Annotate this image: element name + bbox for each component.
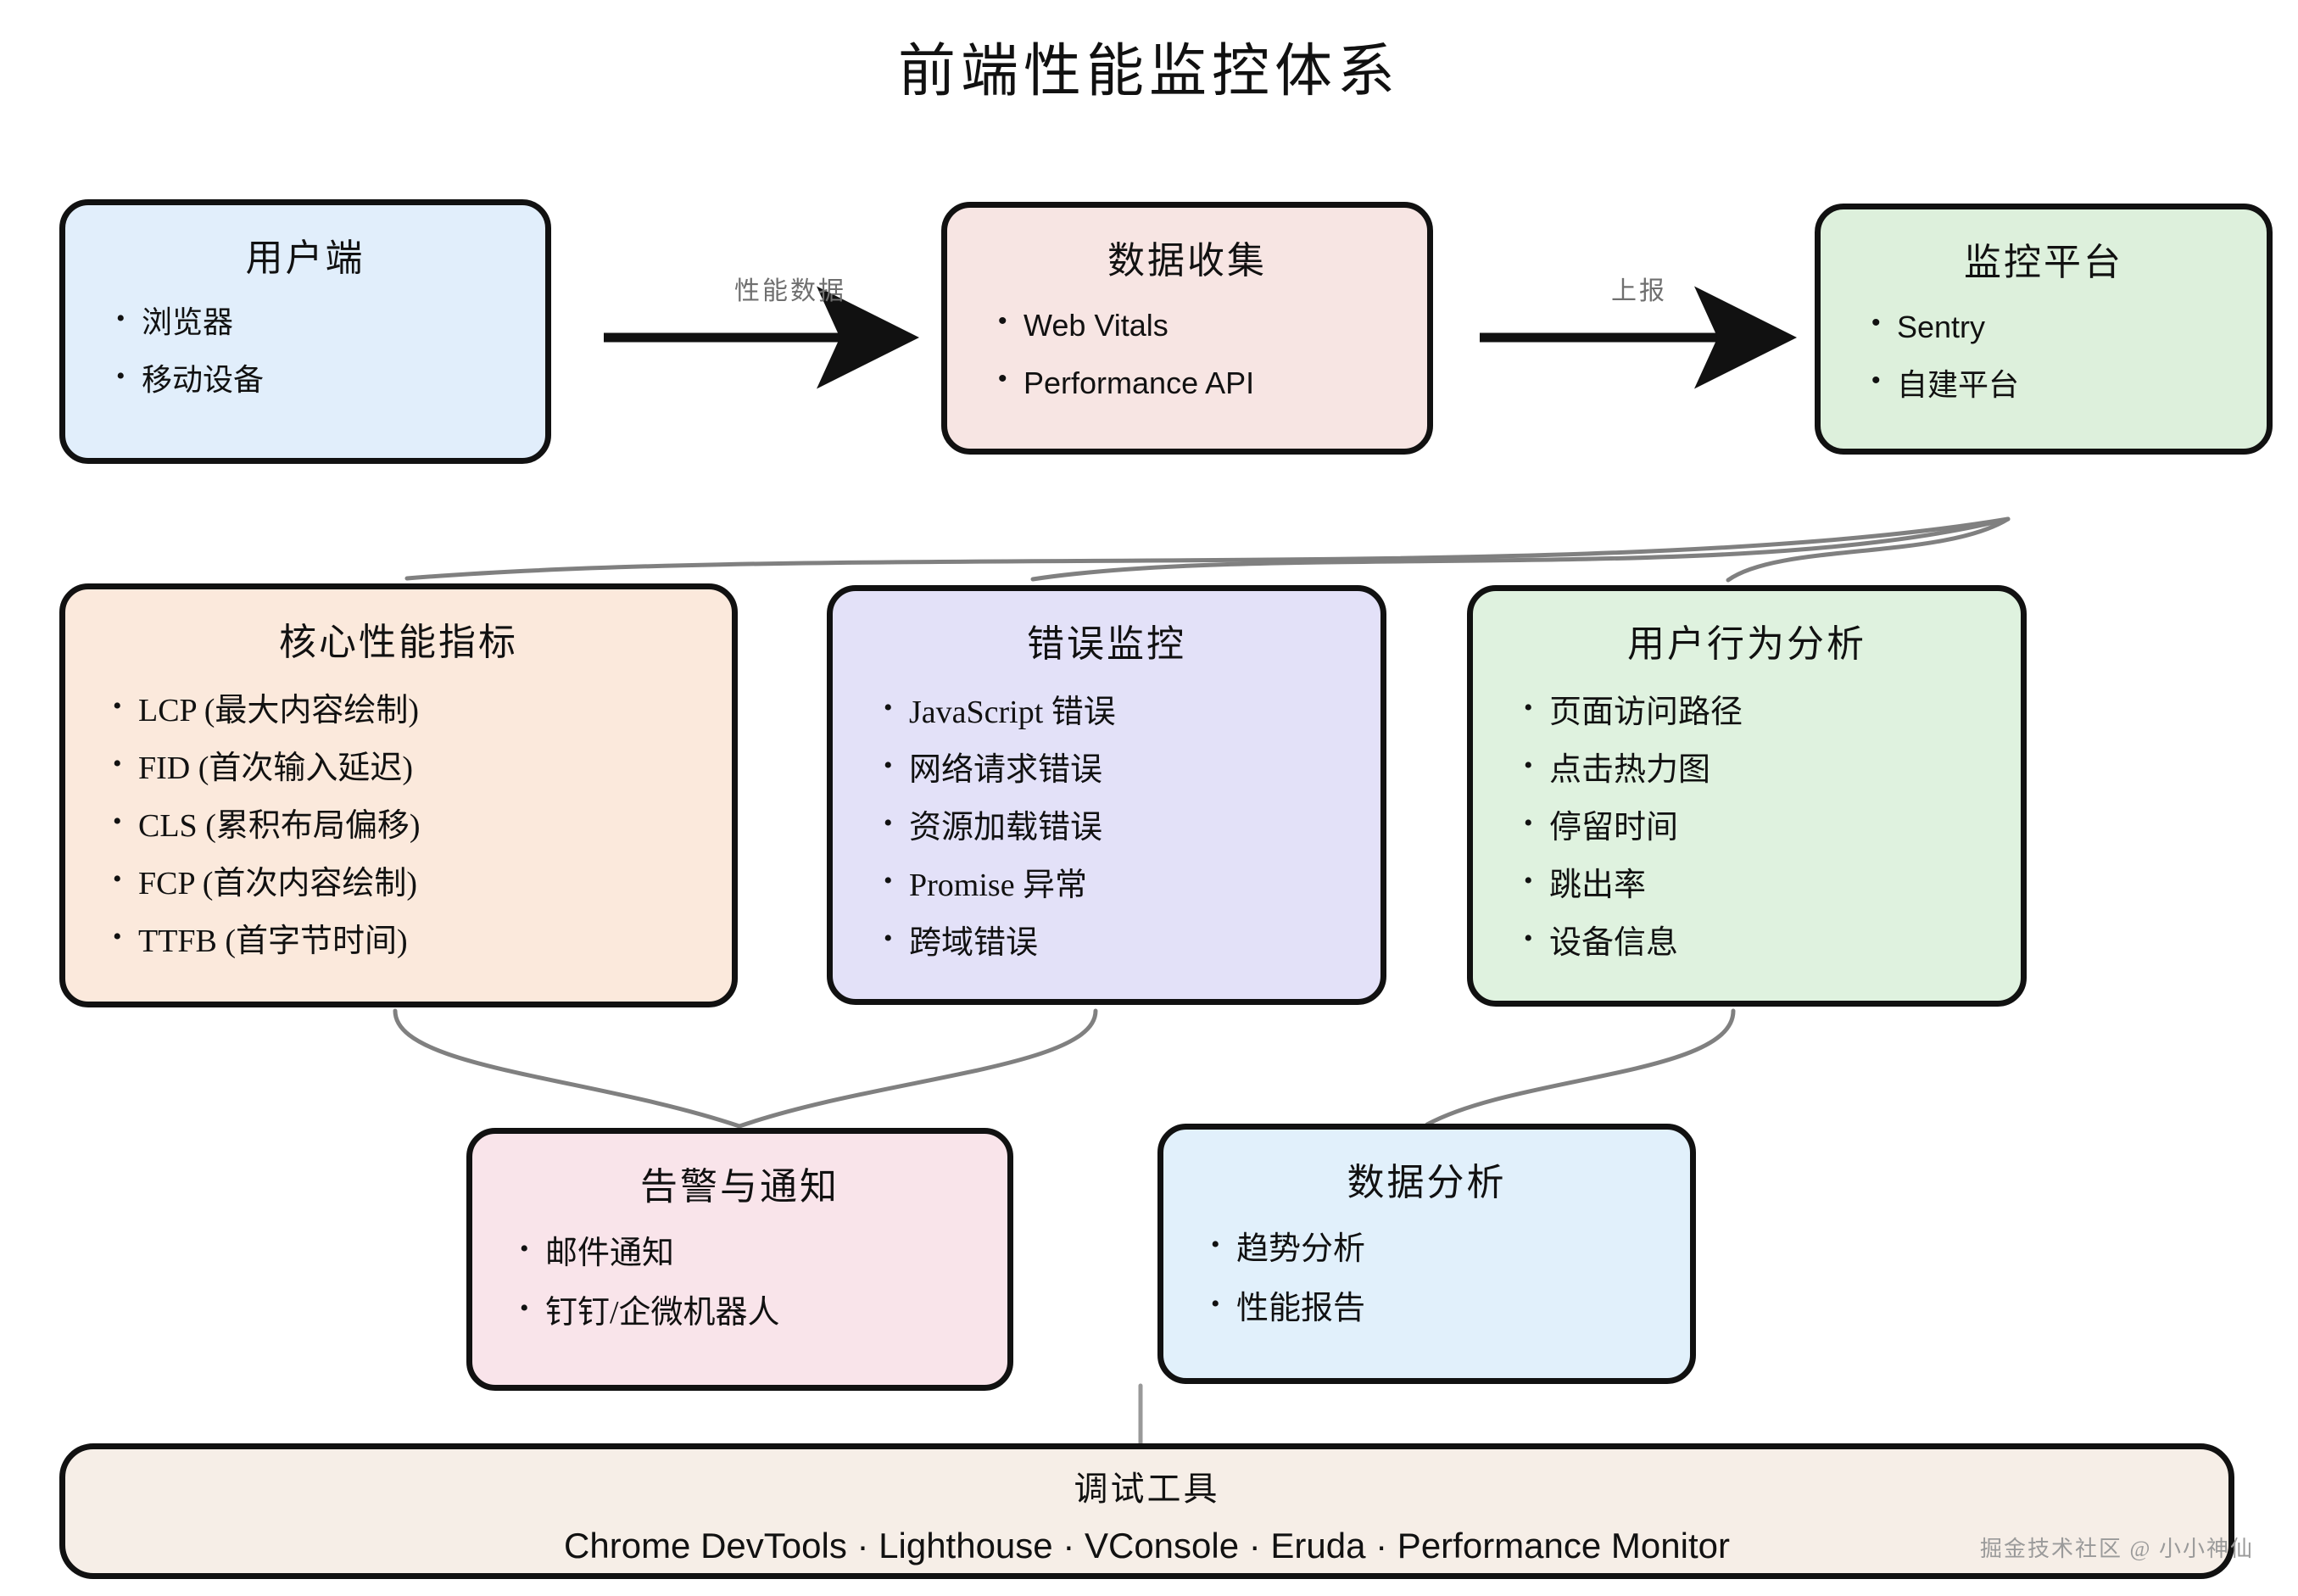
node-data-analysis[interactable]: 数据分析 趋势分析 性能报告 (1157, 1124, 1696, 1384)
node-core-metrics-title: 核心性能指标 (279, 622, 518, 663)
list-item: 钉钉/企微机器人 (520, 1295, 1007, 1331)
node-debug-tools-title: 调试工具 (1074, 1470, 1220, 1508)
list-item: FCP (首次内容绘制) (113, 866, 732, 901)
connector-errors-alerts (737, 1008, 1098, 1129)
node-user-behavior[interactable]: 用户行为分析 页面访问路径 点击热力图 停留时间 跳出率 设备信息 (1467, 585, 2027, 1007)
node-client-list: 浏览器 移动设备 (65, 305, 545, 397)
list-item: 性能报告 (1211, 1291, 1690, 1326)
list-item: LCP (最大内容绘制) (113, 693, 732, 728)
node-monitoring-platform-list: Sentry 自建平台 (1821, 310, 2267, 401)
node-debug-tools-line: Chrome DevTools · Lighthouse · VConsole … (564, 1526, 1730, 1565)
list-item: 网络请求错误 (884, 752, 1380, 788)
list-item: Sentry (1871, 310, 2267, 343)
list-item: JavaScript 错误 (884, 695, 1380, 730)
node-client[interactable]: 用户端 浏览器 移动设备 (59, 199, 551, 464)
list-item: 设备信息 (1524, 925, 2021, 961)
list-item: 浏览器 (116, 305, 545, 339)
connector-platform-behavior (1726, 516, 2011, 583)
list-item: 移动设备 (116, 363, 545, 397)
list-item: 点击热力图 (1524, 752, 2021, 788)
node-data-collection-list: Web Vitals Performance API (947, 308, 1427, 399)
list-item: Web Vitals (998, 308, 1427, 342)
connector-metrics-alerts (393, 1008, 742, 1129)
connector-platform-errors (1030, 516, 2011, 582)
watermark: 掘金技术社区 @ 小小神仙 (1980, 1537, 2254, 1561)
list-item: 资源加载错误 (884, 810, 1380, 845)
list-item: 自建平台 (1871, 367, 2267, 401)
connector-behavior-analysis (1425, 1008, 1736, 1127)
node-data-collection[interactable]: 数据收集 Web Vitals Performance API (941, 202, 1433, 455)
list-item: FID (首次输入延迟) (113, 751, 732, 786)
connector-platform-metrics (404, 516, 2011, 581)
node-error-monitoring-list: JavaScript 错误 网络请求错误 资源加载错误 Promise 异常 跨… (833, 695, 1380, 961)
node-client-title: 用户端 (245, 237, 365, 279)
node-user-behavior-list: 页面访问路径 点击热力图 停留时间 跳出率 设备信息 (1473, 695, 2021, 961)
list-item: 页面访问路径 (1524, 695, 2021, 730)
node-error-monitoring-title: 错误监控 (1027, 623, 1186, 665)
node-core-metrics-list: LCP (最大内容绘制) FID (首次输入延迟) CLS (累积布局偏移) F… (65, 693, 732, 959)
node-debug-tools[interactable]: 调试工具 Chrome DevTools · Lighthouse · VCon… (59, 1443, 2234, 1579)
node-alerts-notifications[interactable]: 告警与通知 邮件通知 钉钉/企微机器人 (466, 1128, 1013, 1391)
list-item: 跳出率 (1524, 868, 2021, 903)
node-data-analysis-title: 数据分析 (1347, 1162, 1507, 1203)
list-item: Performance API (998, 366, 1427, 399)
node-error-monitoring[interactable]: 错误监控 JavaScript 错误 网络请求错误 资源加载错误 Promise… (827, 585, 1386, 1005)
edge-label-performance-data: 性能数据 (734, 277, 846, 305)
list-item: 邮件通知 (520, 1236, 1007, 1271)
list-item: 趋势分析 (1211, 1231, 1690, 1267)
node-monitoring-platform[interactable]: 监控平台 Sentry 自建平台 (1815, 204, 2273, 455)
list-item: 跨域错误 (884, 925, 1380, 961)
node-alerts-notifications-title: 告警与通知 (640, 1166, 839, 1208)
list-item: 停留时间 (1524, 810, 2021, 845)
list-item: Promise 异常 (884, 868, 1380, 903)
node-data-analysis-list: 趋势分析 性能报告 (1163, 1231, 1690, 1326)
list-item: TTFB (首字节时间) (113, 924, 732, 959)
page-title: 前端性能监控体系 (897, 39, 1400, 103)
node-user-behavior-title: 用户行为分析 (1627, 623, 1866, 665)
node-monitoring-platform-title: 监控平台 (1964, 242, 2123, 283)
node-data-collection-title: 数据收集 (1107, 240, 1267, 282)
edge-label-report: 上报 (1611, 277, 1667, 305)
node-core-metrics[interactable]: 核心性能指标 LCP (最大内容绘制) FID (首次输入延迟) CLS (累积… (59, 583, 738, 1007)
node-alerts-notifications-list: 邮件通知 钉钉/企微机器人 (472, 1236, 1007, 1331)
list-item: CLS (累积布局偏移) (113, 808, 732, 844)
